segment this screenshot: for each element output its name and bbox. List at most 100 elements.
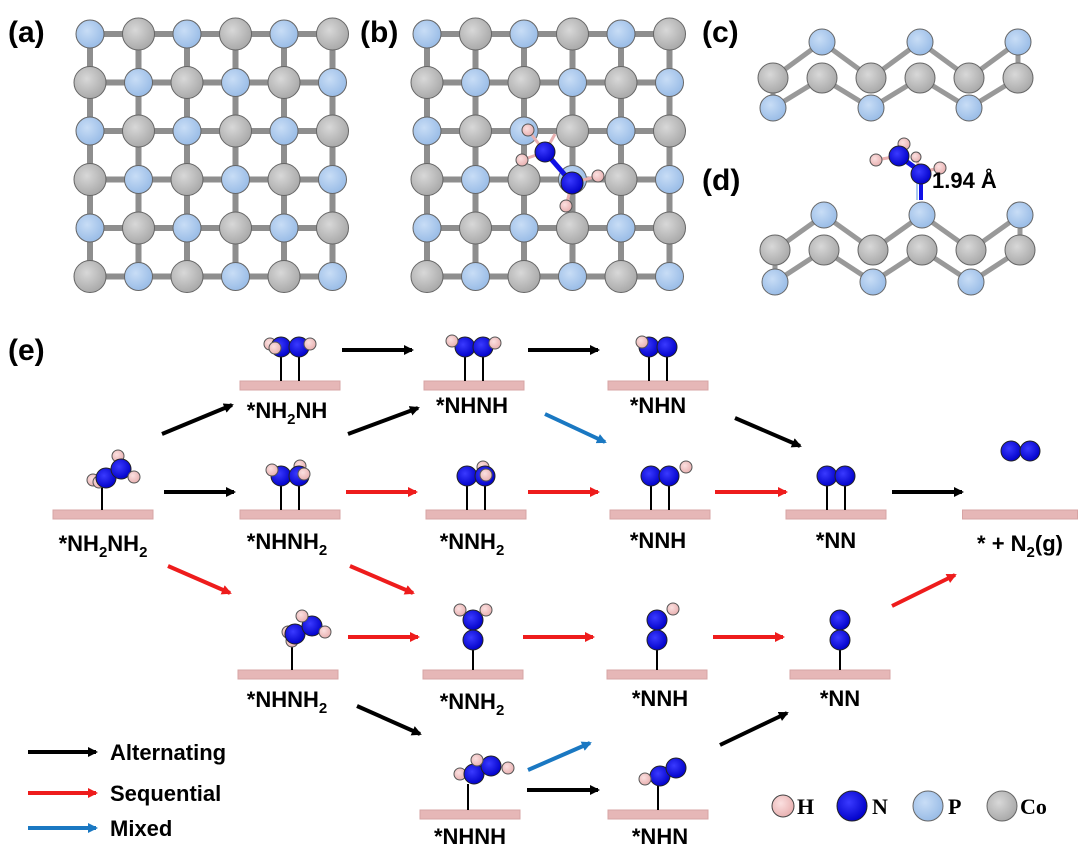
- state-label-alt3: *NHN: [630, 393, 686, 418]
- h-atom: [453, 603, 467, 617]
- h-atom: [869, 153, 883, 167]
- pathway-legend: Alternating Sequential Mixed: [28, 740, 226, 841]
- h-atom: [318, 625, 332, 639]
- seq-arrow: [349, 564, 415, 595]
- p-atom: [606, 116, 636, 146]
- p-atom: [1004, 28, 1032, 56]
- p-atom: [75, 213, 105, 243]
- p-atom: [655, 165, 684, 194]
- h-atom: [521, 123, 535, 137]
- p-atom: [269, 116, 299, 146]
- co-atom: [1004, 234, 1036, 266]
- p-atom: [461, 68, 490, 97]
- co-atom: [757, 62, 789, 94]
- p-atom: [808, 28, 836, 56]
- p-atom: [857, 94, 885, 122]
- co-atom: [170, 66, 204, 99]
- p-atom: [759, 94, 787, 122]
- state-label-dist2: *NNH2: [440, 689, 505, 719]
- p-atom: [955, 94, 983, 122]
- co-atom: [653, 17, 686, 51]
- p-atom: [1006, 201, 1034, 229]
- co-atom: [857, 234, 889, 266]
- state-label-alt2: *NHNH: [436, 393, 508, 418]
- surface-slab: [423, 380, 525, 391]
- state-label-mid2: *NNH2: [440, 529, 505, 559]
- co-atom: [267, 66, 301, 99]
- co-atom: [459, 211, 492, 245]
- n-atom: [534, 141, 556, 163]
- alt-arrow: [347, 406, 420, 436]
- co-atom: [955, 234, 987, 266]
- atom-legend-n: N: [872, 794, 888, 819]
- n-atom: [284, 623, 306, 645]
- co-atom: [604, 66, 638, 99]
- state-labels: *NH2NH*NHNH*NHN*NH2NH2*NHNH2*NNH2*NNH*NN…: [59, 393, 1063, 848]
- h-atom: [297, 467, 311, 481]
- p-atom: [221, 165, 250, 194]
- h-atom: [295, 609, 309, 623]
- p-atom: [221, 262, 250, 291]
- p-atom: [412, 19, 442, 49]
- surface-slab: [52, 509, 154, 520]
- co-atom: [122, 114, 155, 148]
- surface-slab: [422, 669, 524, 680]
- lattice-side-view-d: [759, 137, 1036, 296]
- atom-legend-h-icon: [771, 794, 795, 818]
- co-atom: [410, 66, 444, 99]
- p-atom: [558, 68, 587, 97]
- co-atom: [459, 17, 492, 51]
- p-atom: [606, 213, 636, 243]
- state-label-mid4: *NN: [816, 528, 856, 553]
- legend-sequential: Sequential: [110, 781, 221, 806]
- h-atom: [501, 761, 515, 775]
- h-atom: [559, 199, 573, 213]
- co-atom: [556, 114, 589, 148]
- co-atom: [267, 163, 301, 196]
- alt-arrow: [356, 704, 422, 736]
- co-atom: [556, 211, 589, 245]
- co-atom: [507, 163, 541, 196]
- co-atom: [219, 17, 252, 51]
- h-atom: [479, 468, 493, 482]
- surface-slab: [419, 809, 521, 820]
- p-atom: [761, 268, 789, 296]
- n-atom: [665, 757, 687, 779]
- h-atom: [470, 753, 484, 767]
- reaction-pathways: [52, 334, 1078, 820]
- co-atom: [953, 62, 985, 94]
- h-atom: [910, 151, 922, 163]
- h-atom: [127, 470, 141, 484]
- co-atom: [122, 211, 155, 245]
- p-atom: [318, 68, 347, 97]
- seq-arrow: [167, 564, 232, 595]
- h-atom: [445, 334, 459, 348]
- legend-alternating: Alternating: [110, 740, 226, 765]
- p-atom: [124, 68, 153, 97]
- state-label-mid1: *NHNH2: [247, 529, 327, 559]
- panel-label-b: (b): [360, 16, 398, 49]
- p-atom: [124, 262, 153, 291]
- alt-arrow: [734, 416, 802, 448]
- surface-slab: [785, 509, 887, 520]
- atom-legend: H N P Co: [771, 790, 1047, 822]
- n-atom: [640, 465, 662, 487]
- atom-legend-n-icon: [836, 790, 868, 822]
- co-atom: [806, 62, 838, 94]
- atom-legend-co-icon: [986, 790, 1018, 822]
- surface-slab: [789, 669, 891, 680]
- co-atom: [459, 114, 492, 148]
- surface-slab: [425, 509, 527, 520]
- atom-legend-p: P: [948, 794, 961, 819]
- h-atom: [488, 336, 502, 350]
- p-atom: [318, 262, 347, 291]
- state-label-low1: *NHNH: [434, 824, 506, 848]
- h-atom: [679, 460, 693, 474]
- co-atom: [73, 260, 107, 293]
- surface-slab: [962, 509, 1078, 520]
- legend-mixed: Mixed: [110, 816, 172, 841]
- co-atom: [556, 17, 589, 51]
- n-atom: [646, 629, 668, 651]
- p-atom: [606, 19, 636, 49]
- n-atom: [560, 171, 584, 195]
